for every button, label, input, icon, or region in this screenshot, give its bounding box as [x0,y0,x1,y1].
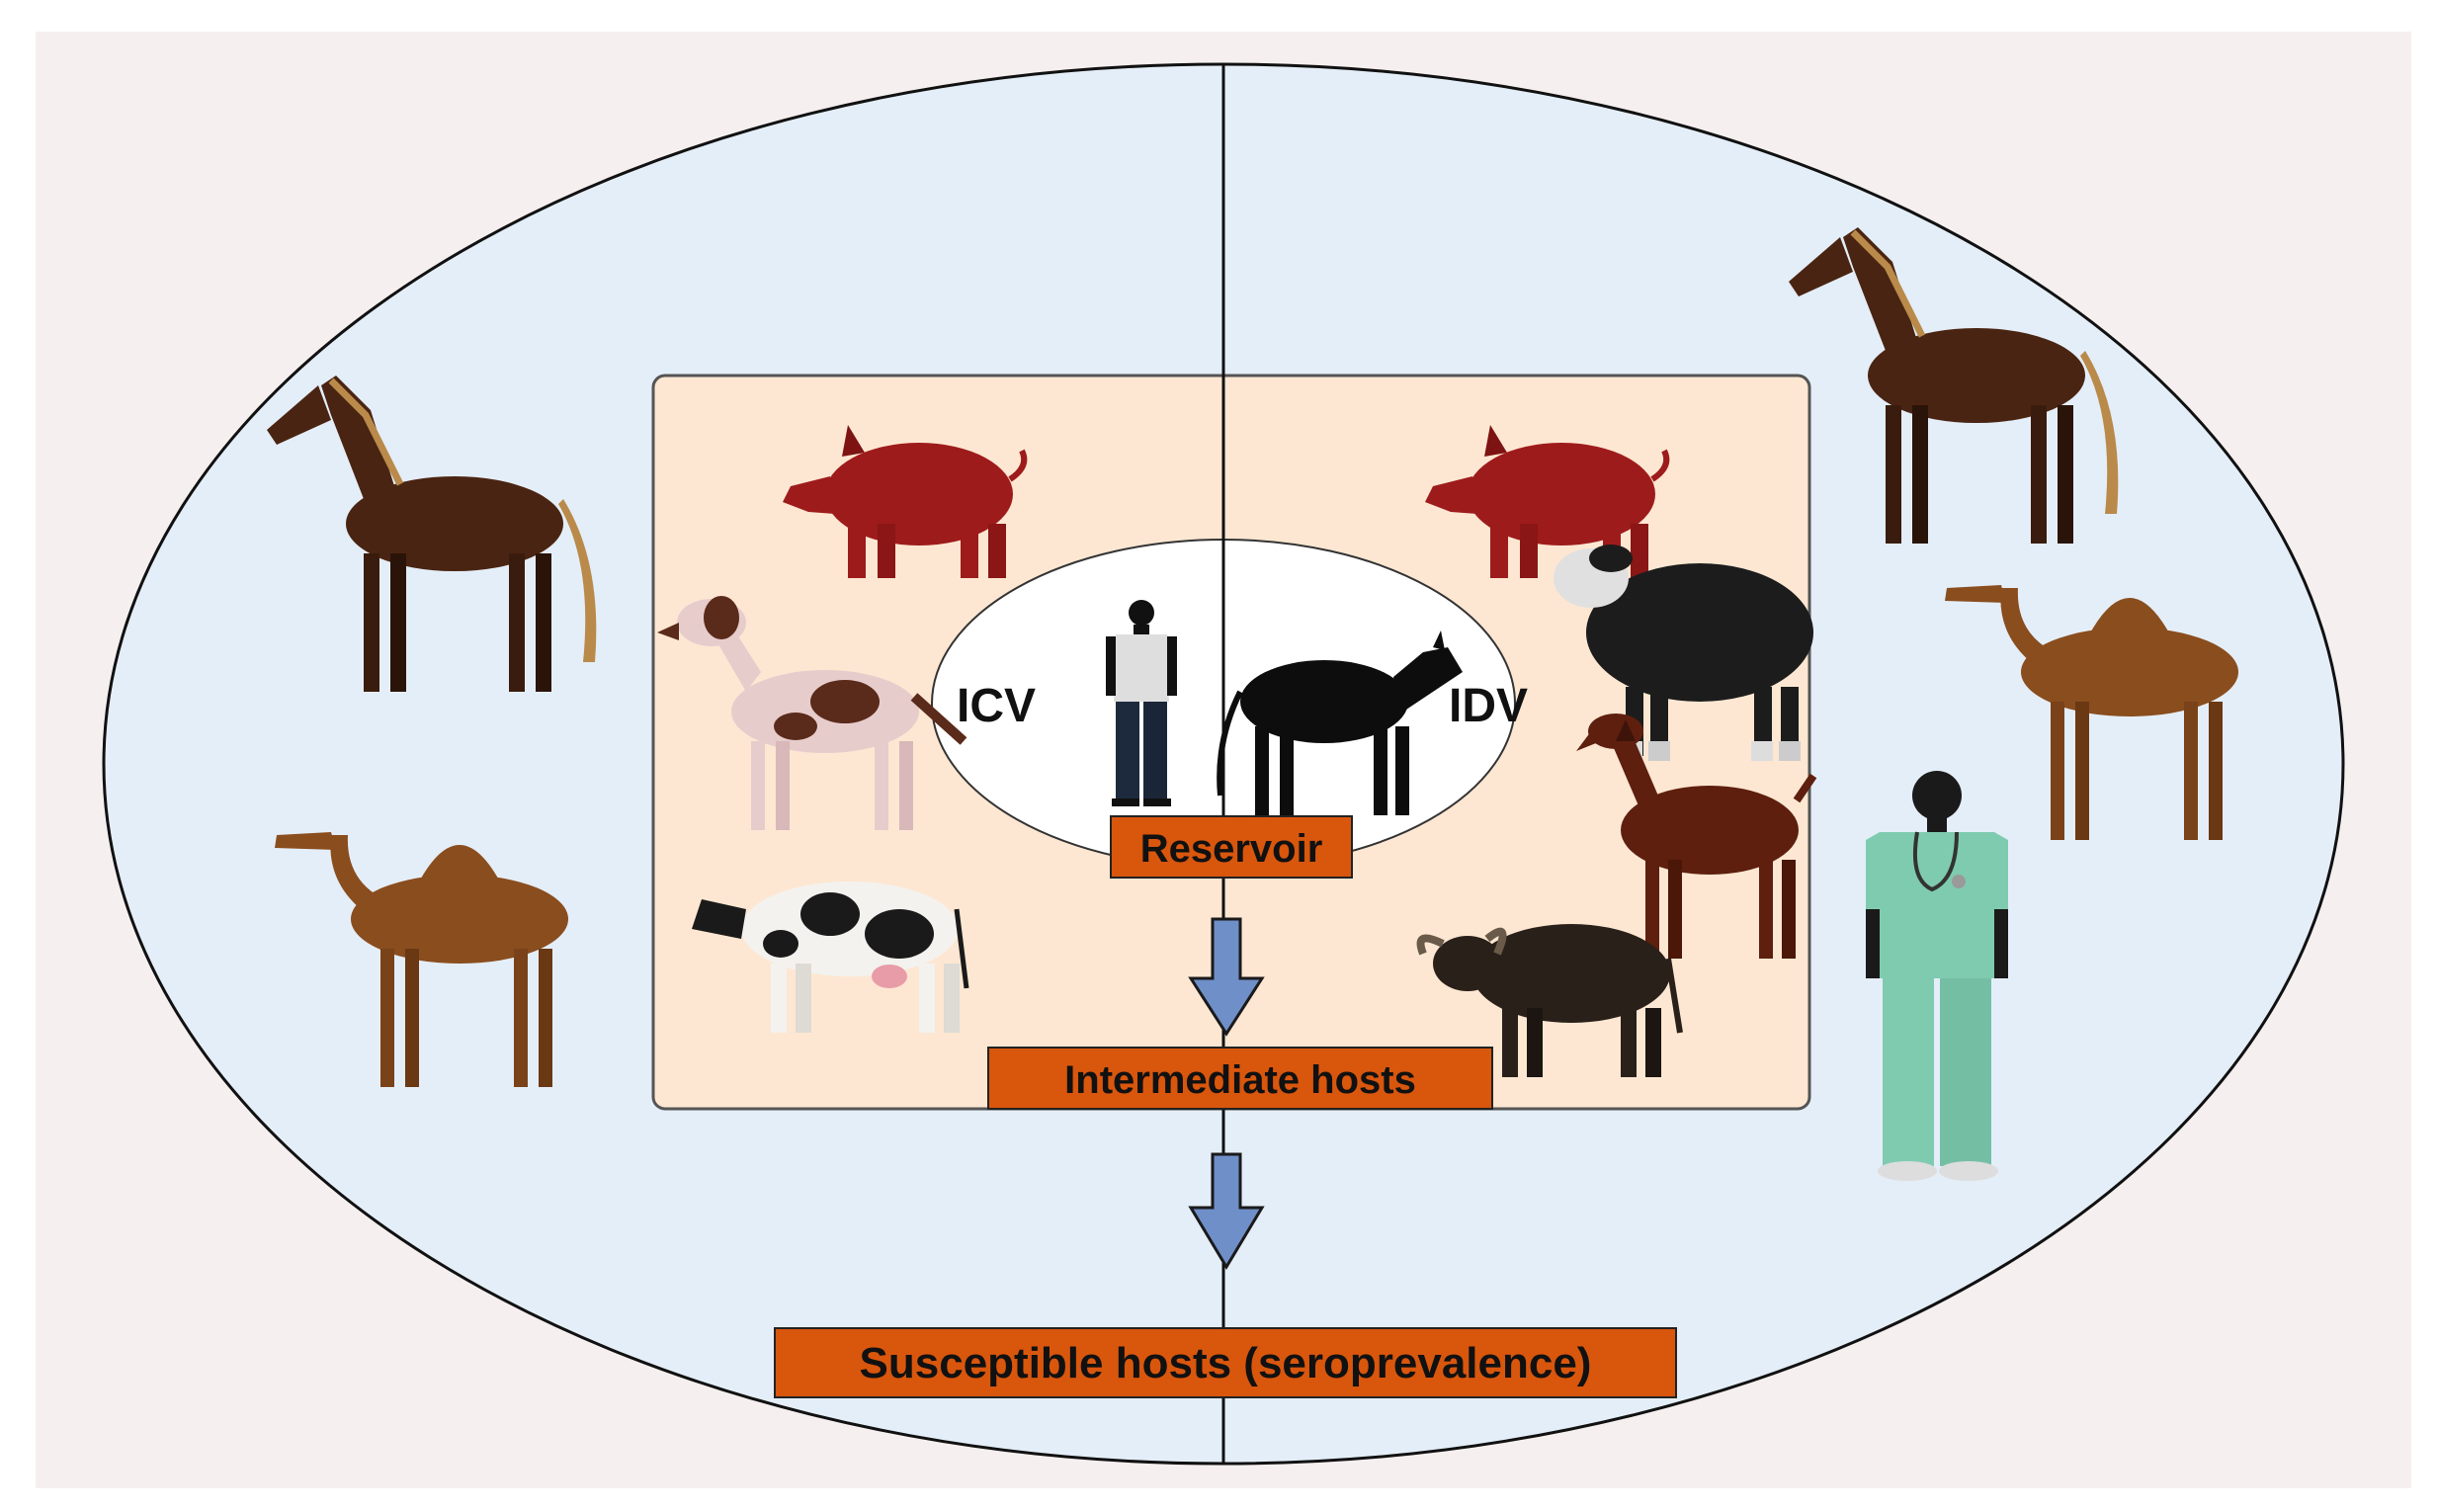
reservoir-label-box [1110,815,1353,879]
arrow-down-icon [1188,1152,1265,1270]
idv-label: IDV [1449,680,1528,732]
intermediate-label-box [987,1047,1493,1110]
icv-label: ICV [957,680,1036,732]
reservoir-label: Reservoir [1140,827,1323,871]
intermediate-label: Intermediate hosts [1064,1058,1416,1102]
susceptible-label: Susceptible hosts (seroprevalence) [860,1339,1592,1387]
susceptible-label-box [774,1327,1677,1398]
arrow-down-icon [1188,917,1265,1037]
